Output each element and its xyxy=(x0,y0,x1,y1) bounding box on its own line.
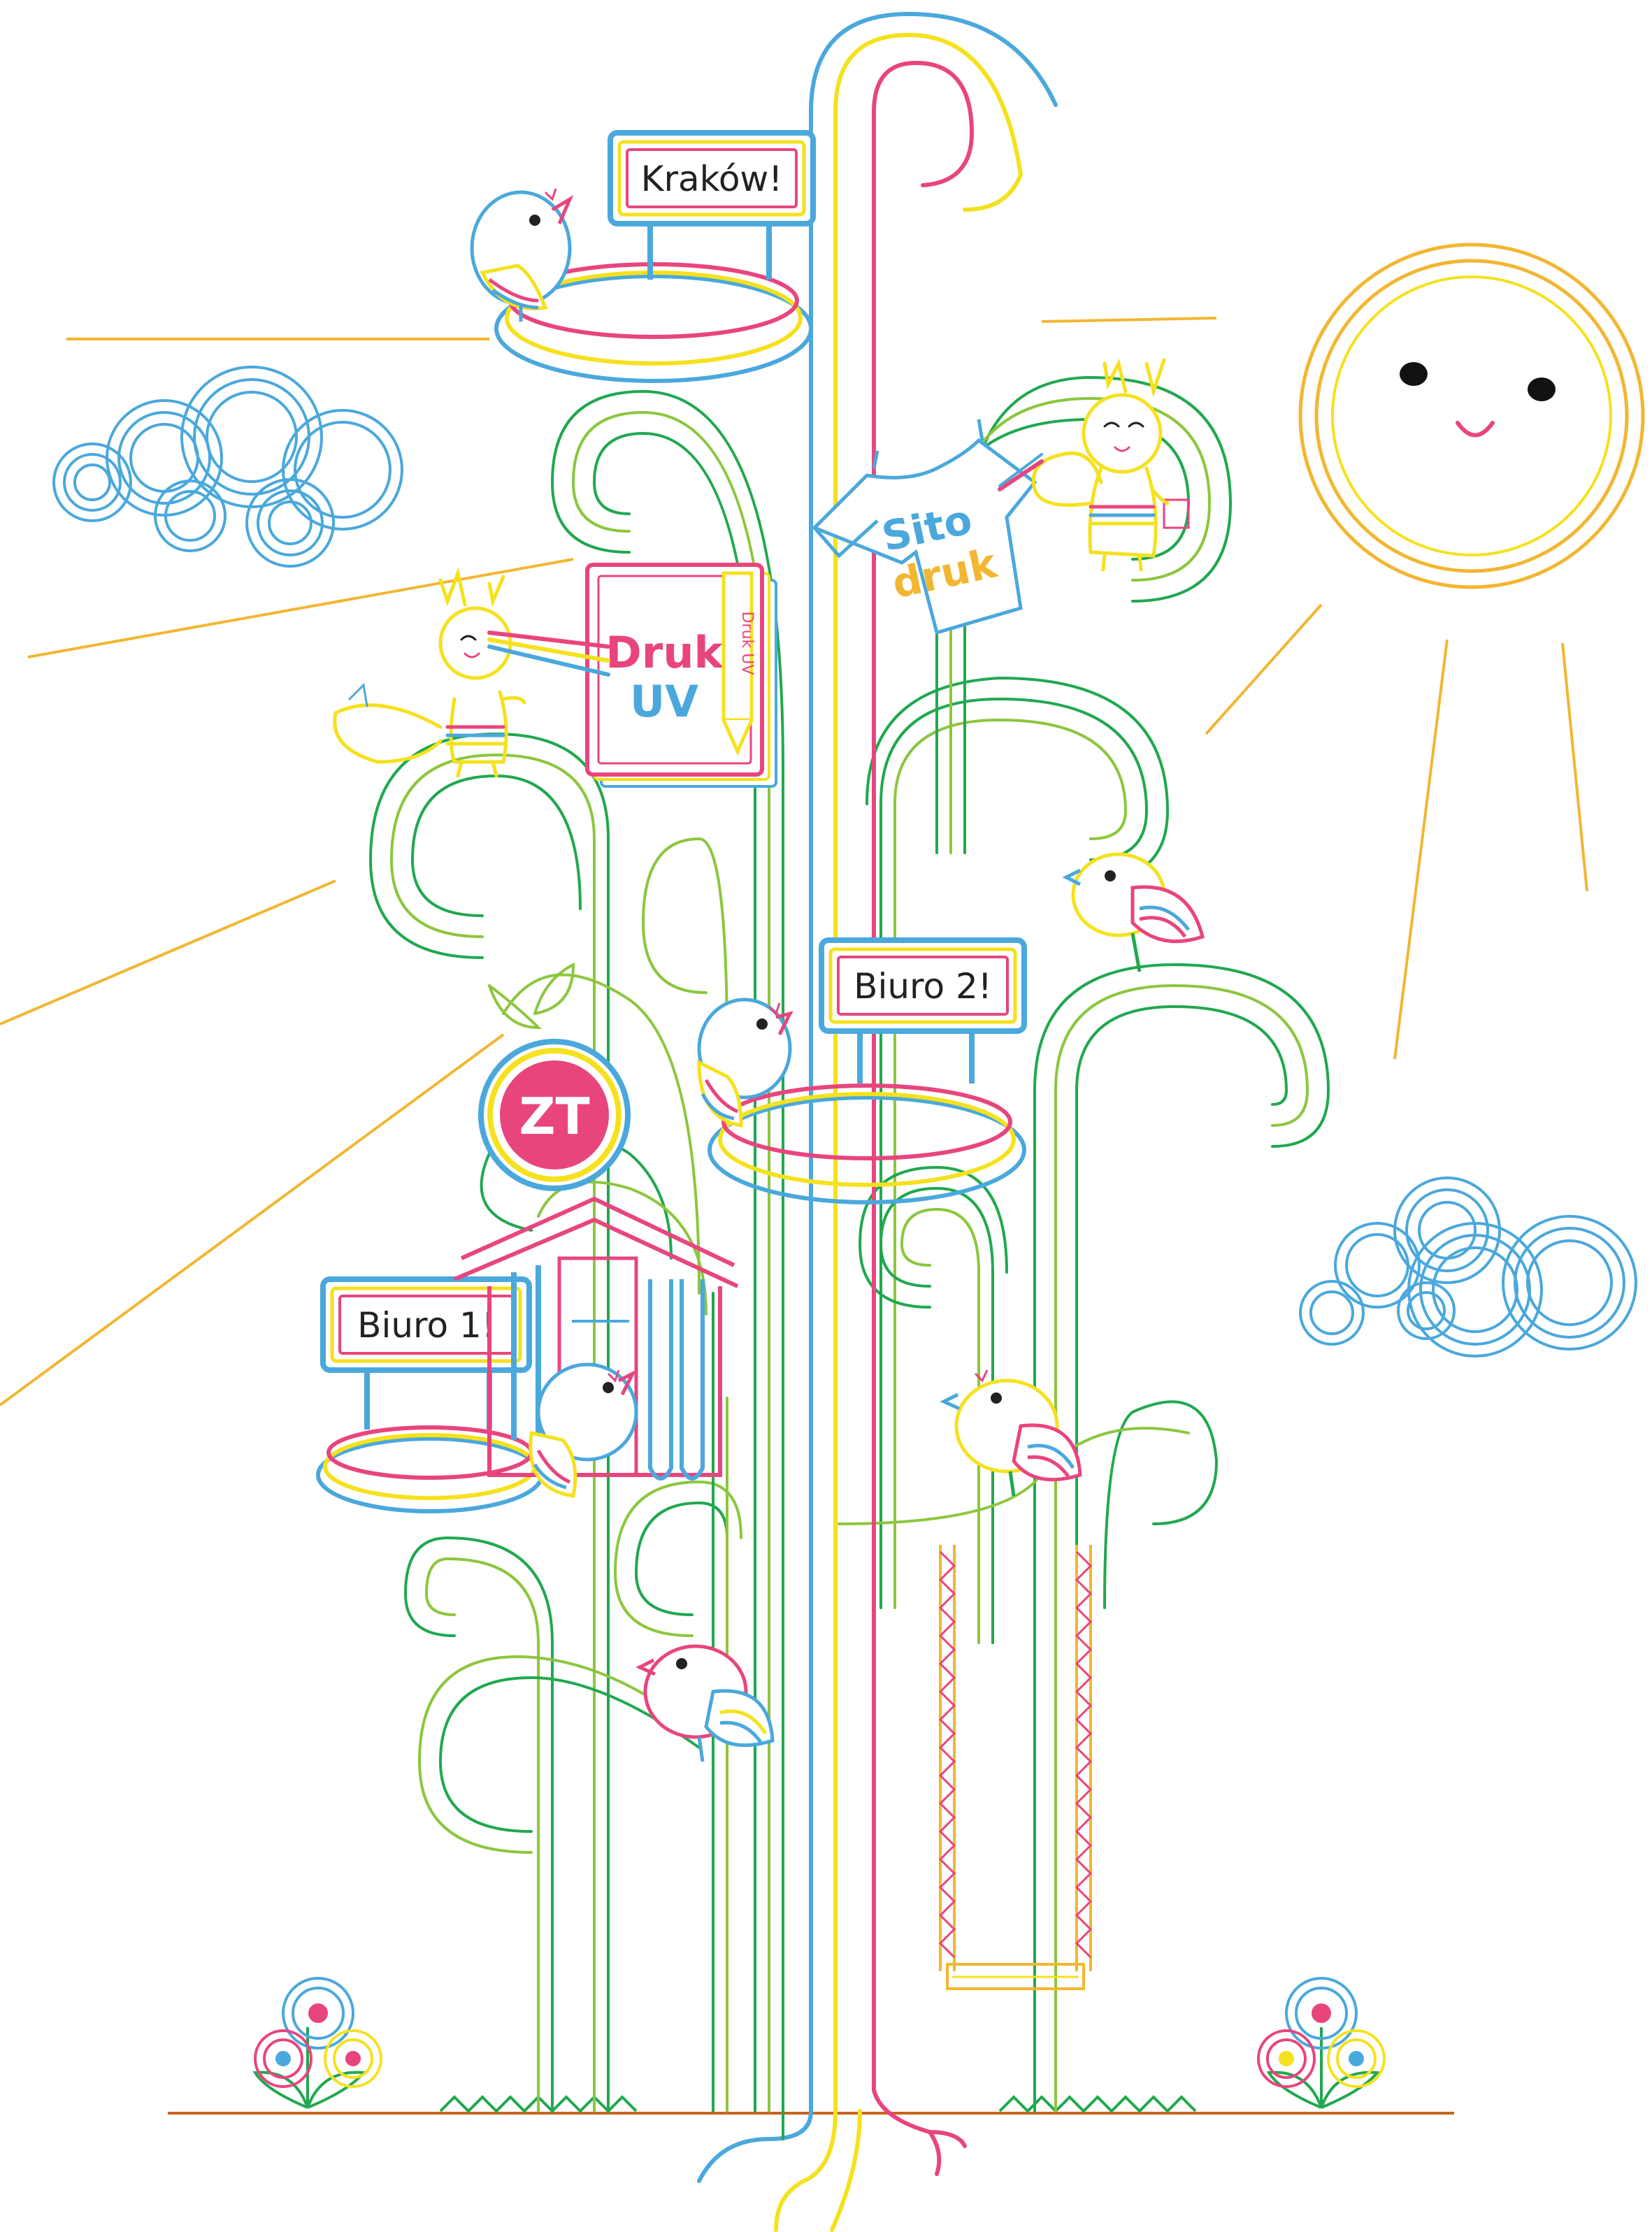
sign-krakow-label: Kraków! xyxy=(641,159,783,199)
sign-krakow: Kraków! xyxy=(608,130,816,280)
sitodruk-tshirt: Sito druk xyxy=(811,419,1037,635)
bird-mid xyxy=(697,998,793,1128)
sun-rays xyxy=(0,317,1588,1406)
paint-brush-icon xyxy=(998,453,1044,491)
bird-top xyxy=(470,188,574,322)
sign-biuro2: Biuro 2! xyxy=(819,937,1027,1083)
sun-right-eye xyxy=(1528,377,1556,401)
swing xyxy=(938,1545,1093,1990)
birdhouse xyxy=(453,1196,739,1481)
squirrel-left xyxy=(333,567,610,778)
pencil-label: Druk UV xyxy=(738,612,756,675)
cloud-left xyxy=(52,366,403,568)
squirrel-right xyxy=(998,358,1190,572)
sign-biuro1: Biuro 1! xyxy=(320,1276,532,1430)
platform-mid xyxy=(708,1083,1026,1204)
sign-biuro1-label: Biuro 1! xyxy=(357,1305,496,1346)
leaf-right xyxy=(533,962,575,1015)
sun xyxy=(1298,243,1645,589)
rainbow-beam xyxy=(487,631,610,677)
bird-right-top xyxy=(1062,852,1205,972)
cloud-right xyxy=(1299,1176,1637,1358)
zt-badge-label: ZT xyxy=(519,1087,589,1146)
leaf-left xyxy=(488,984,542,1030)
druk-uv-book: Druk UV Druk UV xyxy=(585,563,777,788)
druk-uv-line2: UV xyxy=(630,676,698,727)
bird-low-left xyxy=(529,1362,638,1498)
zt-badge: ZT xyxy=(478,1039,631,1191)
pencil-icon: Druk UV xyxy=(721,571,756,756)
flower-left xyxy=(252,1977,382,2109)
paint-bucket-icon xyxy=(1163,498,1190,529)
platform-low xyxy=(316,1425,544,1513)
bird-low-right xyxy=(940,1369,1082,1497)
tree-trunk xyxy=(697,11,1058,2232)
sun-smile xyxy=(1456,421,1495,438)
grass-right xyxy=(998,2095,1197,2113)
sun-left-eye xyxy=(1400,362,1428,386)
bird-bottom xyxy=(635,1644,775,1762)
swing-seat xyxy=(946,1963,1085,1990)
druk-uv-line1: Druk xyxy=(605,627,724,678)
sign-biuro2-label: Biuro 2! xyxy=(854,966,992,1007)
flower-right xyxy=(1257,1977,1386,2109)
